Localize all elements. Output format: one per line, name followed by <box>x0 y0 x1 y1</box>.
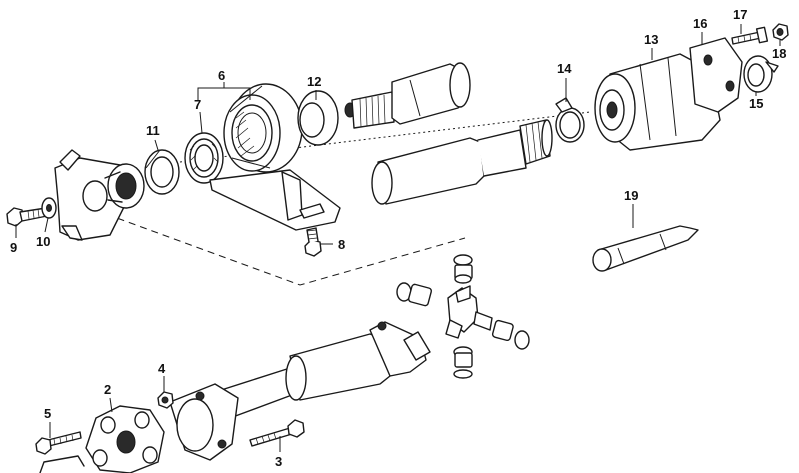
bolt-3 <box>249 419 305 447</box>
flex-disc-2 <box>85 405 165 473</box>
assembly-dashed-line <box>94 209 466 286</box>
label-part-5: 5 <box>44 406 51 421</box>
label-part-8: 8 <box>338 237 345 252</box>
nut-4 <box>157 391 174 409</box>
label-part-15: 15 <box>749 96 763 111</box>
label-part-6: 6 <box>218 68 225 83</box>
clamp-14 <box>555 97 585 143</box>
dust-shield-12 <box>297 90 339 146</box>
ball-bearing-7 <box>184 132 224 184</box>
universal-joint <box>396 254 530 379</box>
nut-18 <box>772 23 789 41</box>
label-part-16: 16 <box>693 16 707 31</box>
washer-10 <box>41 197 57 219</box>
label-part-19: 19 <box>624 188 638 203</box>
label-part-13: 13 <box>644 32 658 47</box>
center-bearing-6 <box>209 83 341 231</box>
label-part-2: 2 <box>104 382 111 397</box>
bolt-9 <box>6 207 48 227</box>
label-part-9: 9 <box>10 240 17 255</box>
label-part-3: 3 <box>275 454 282 469</box>
label-part-10: 10 <box>36 234 50 249</box>
seal-ring-11 <box>144 149 180 195</box>
coupling-housing-13 <box>594 53 721 151</box>
flange-plate-16 <box>689 37 743 113</box>
label-part-7: 7 <box>194 97 201 112</box>
bolt-17 <box>731 26 769 45</box>
label-part-17: 17 <box>733 7 747 22</box>
centering-ring-15 <box>743 55 779 93</box>
label-part-11: 11 <box>146 123 160 138</box>
axis-line <box>179 111 591 163</box>
bolt-5 <box>35 431 85 473</box>
front-drive-shaft <box>169 321 431 461</box>
label-part-4: 4 <box>158 361 166 376</box>
splined-stub-shaft <box>344 62 471 129</box>
leader-lines <box>15 24 781 452</box>
intermediate-tube <box>371 119 553 205</box>
bolt-8 <box>304 227 322 257</box>
flange-yoke <box>54 149 145 241</box>
grease-tube-19 <box>592 225 699 272</box>
label-part-12: 12 <box>307 74 321 89</box>
label-part-14: 14 <box>557 61 572 76</box>
label-part-18: 18 <box>772 46 786 61</box>
